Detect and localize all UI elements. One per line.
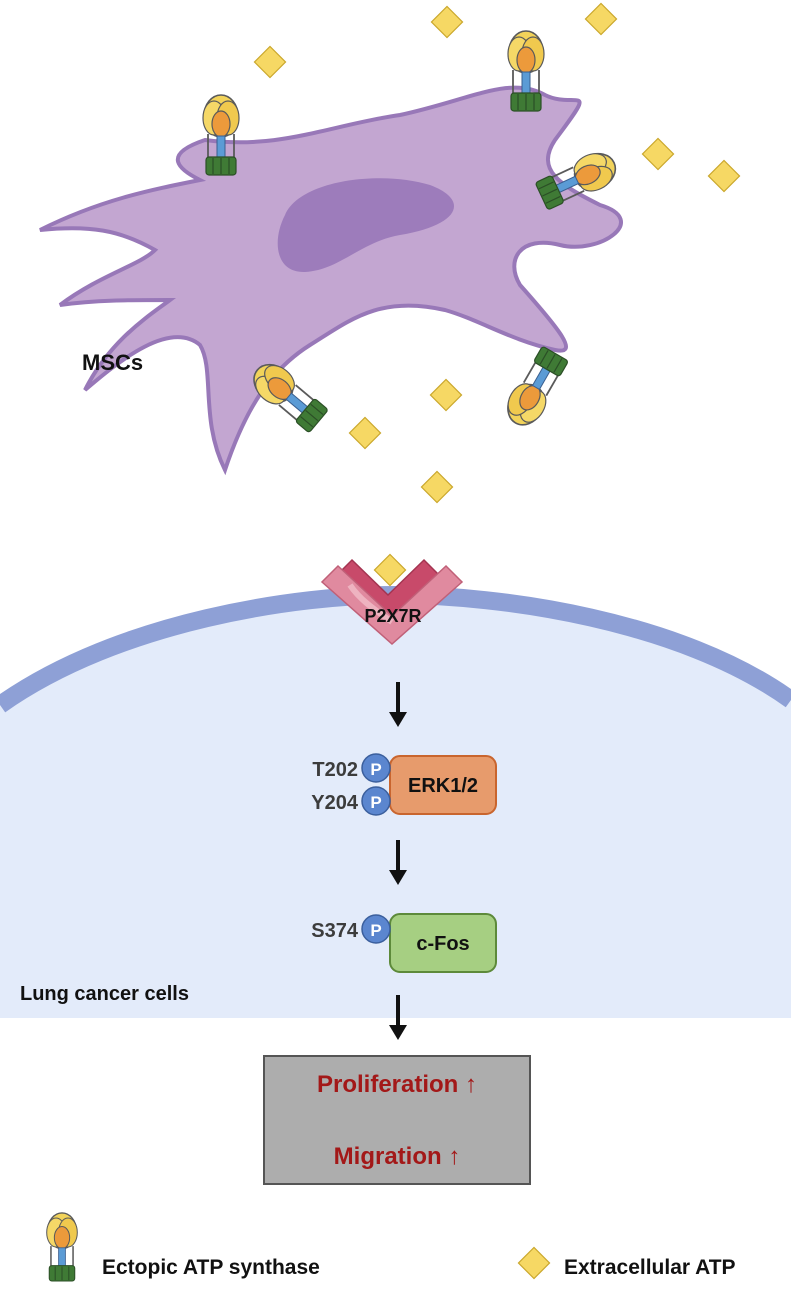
- phospho-label: P: [370, 921, 381, 940]
- lung-cell-label: Lung cancer cells: [20, 983, 189, 1005]
- phospho-badge: [361, 786, 391, 816]
- outcome-box: [263, 1055, 531, 1185]
- receptor-label: P2X7R: [364, 606, 421, 626]
- site-y204: Y204: [311, 792, 359, 814]
- atp-molecule-icon: [373, 553, 407, 587]
- atp-synthase-icon: [45, 1212, 79, 1282]
- migration-label: Migration ↑: [334, 1143, 461, 1170]
- erk-box: [389, 755, 497, 815]
- erk-label: ERK1/2: [408, 775, 478, 797]
- atp-molecule-icon: [517, 1246, 551, 1280]
- cfos-label: c-Fos: [416, 933, 469, 955]
- atp-molecule-icon: [641, 137, 675, 171]
- legend-atp-label: Extracellular ATP: [564, 1256, 736, 1279]
- phospho-badge: [361, 914, 391, 944]
- atp-molecule-icon: [348, 416, 382, 450]
- site-t202: T202: [312, 759, 358, 781]
- p2x7r-receptor-icon: [320, 558, 464, 646]
- atp-synthase-icon: [499, 343, 572, 433]
- msc-cell-body: [39, 85, 623, 476]
- atp-molecule-icon: [253, 45, 287, 79]
- legend: Ectopic ATP synthase Extracellular ATP: [45, 1212, 736, 1282]
- proliferation-label: Proliferation ↑: [317, 1071, 477, 1098]
- msc-nucleus: [277, 178, 454, 273]
- msc-label: MSCs: [82, 350, 143, 375]
- site-s374: S374: [311, 920, 359, 942]
- atp-molecule-icon: [420, 470, 454, 504]
- atp-molecule-icon: [584, 2, 618, 36]
- cfos-box: [389, 913, 497, 973]
- atp-molecule-icon: [707, 159, 741, 193]
- phospho-label: P: [370, 793, 381, 812]
- atp-synthase-icon: [507, 30, 545, 112]
- legend-synthase-label: Ectopic ATP synthase: [102, 1256, 320, 1279]
- atp-molecule-icon: [430, 5, 464, 39]
- atp-synthase-icon: [202, 94, 240, 176]
- phospho-label: P: [370, 760, 381, 779]
- phospho-badge: [361, 753, 391, 783]
- atp-molecule-icon: [429, 378, 463, 412]
